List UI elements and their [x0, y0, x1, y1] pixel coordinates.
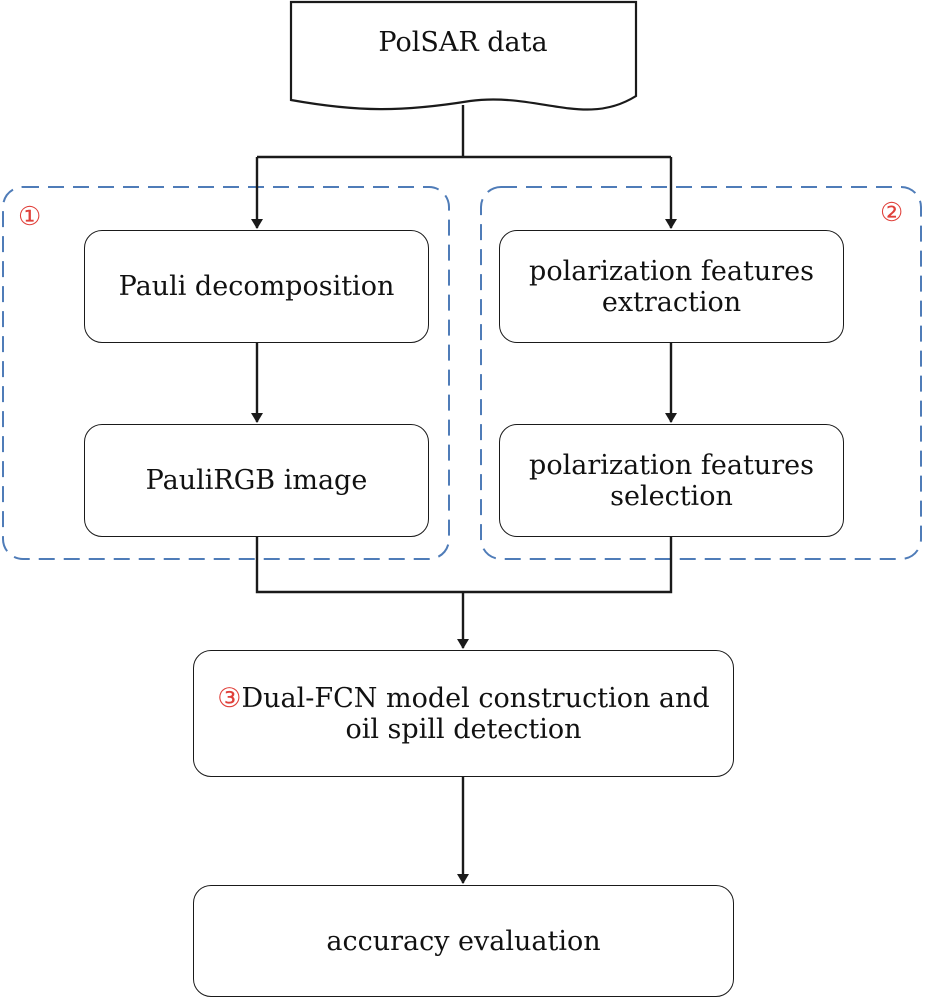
features-extraction-label: polarization features extraction: [529, 255, 814, 318]
accuracy-evaluation-label: accuracy evaluation: [326, 925, 601, 957]
region-1-number: ①: [18, 202, 42, 232]
region-3-number: ③: [217, 682, 242, 714]
features-selection-box: polarization features selection: [499, 424, 844, 537]
pauli-decomposition-box: Pauli decomposition: [84, 230, 429, 343]
pauli-decomposition-label: Pauli decomposition: [118, 271, 395, 302]
region-1-border: [2, 186, 450, 560]
pauli-rgb-image-label: PauliRGB image: [145, 465, 368, 496]
features-selection-label: polarization features selection: [529, 449, 814, 512]
model-construction-text: ③Dual-FCN model construction and oil spi…: [200, 683, 727, 745]
polsar-data-label: PolSAR data: [378, 27, 548, 58]
pauli-rgb-image-box: PauliRGB image: [84, 424, 429, 537]
region-2-number: ②: [880, 198, 904, 228]
model-construction-label: Dual-FCN model construction and oil spil…: [241, 682, 710, 745]
accuracy-evaluation-box: accuracy evaluation: [193, 885, 734, 997]
polsar-data-document-shape: [289, 0, 638, 111]
features-extraction-box: polarization features extraction: [499, 230, 844, 343]
model-construction-box: ③Dual-FCN model construction and oil spi…: [193, 650, 734, 777]
split-connector: [257, 105, 671, 159]
region-2-border: [480, 186, 922, 560]
merge-connector: [255, 537, 673, 594]
